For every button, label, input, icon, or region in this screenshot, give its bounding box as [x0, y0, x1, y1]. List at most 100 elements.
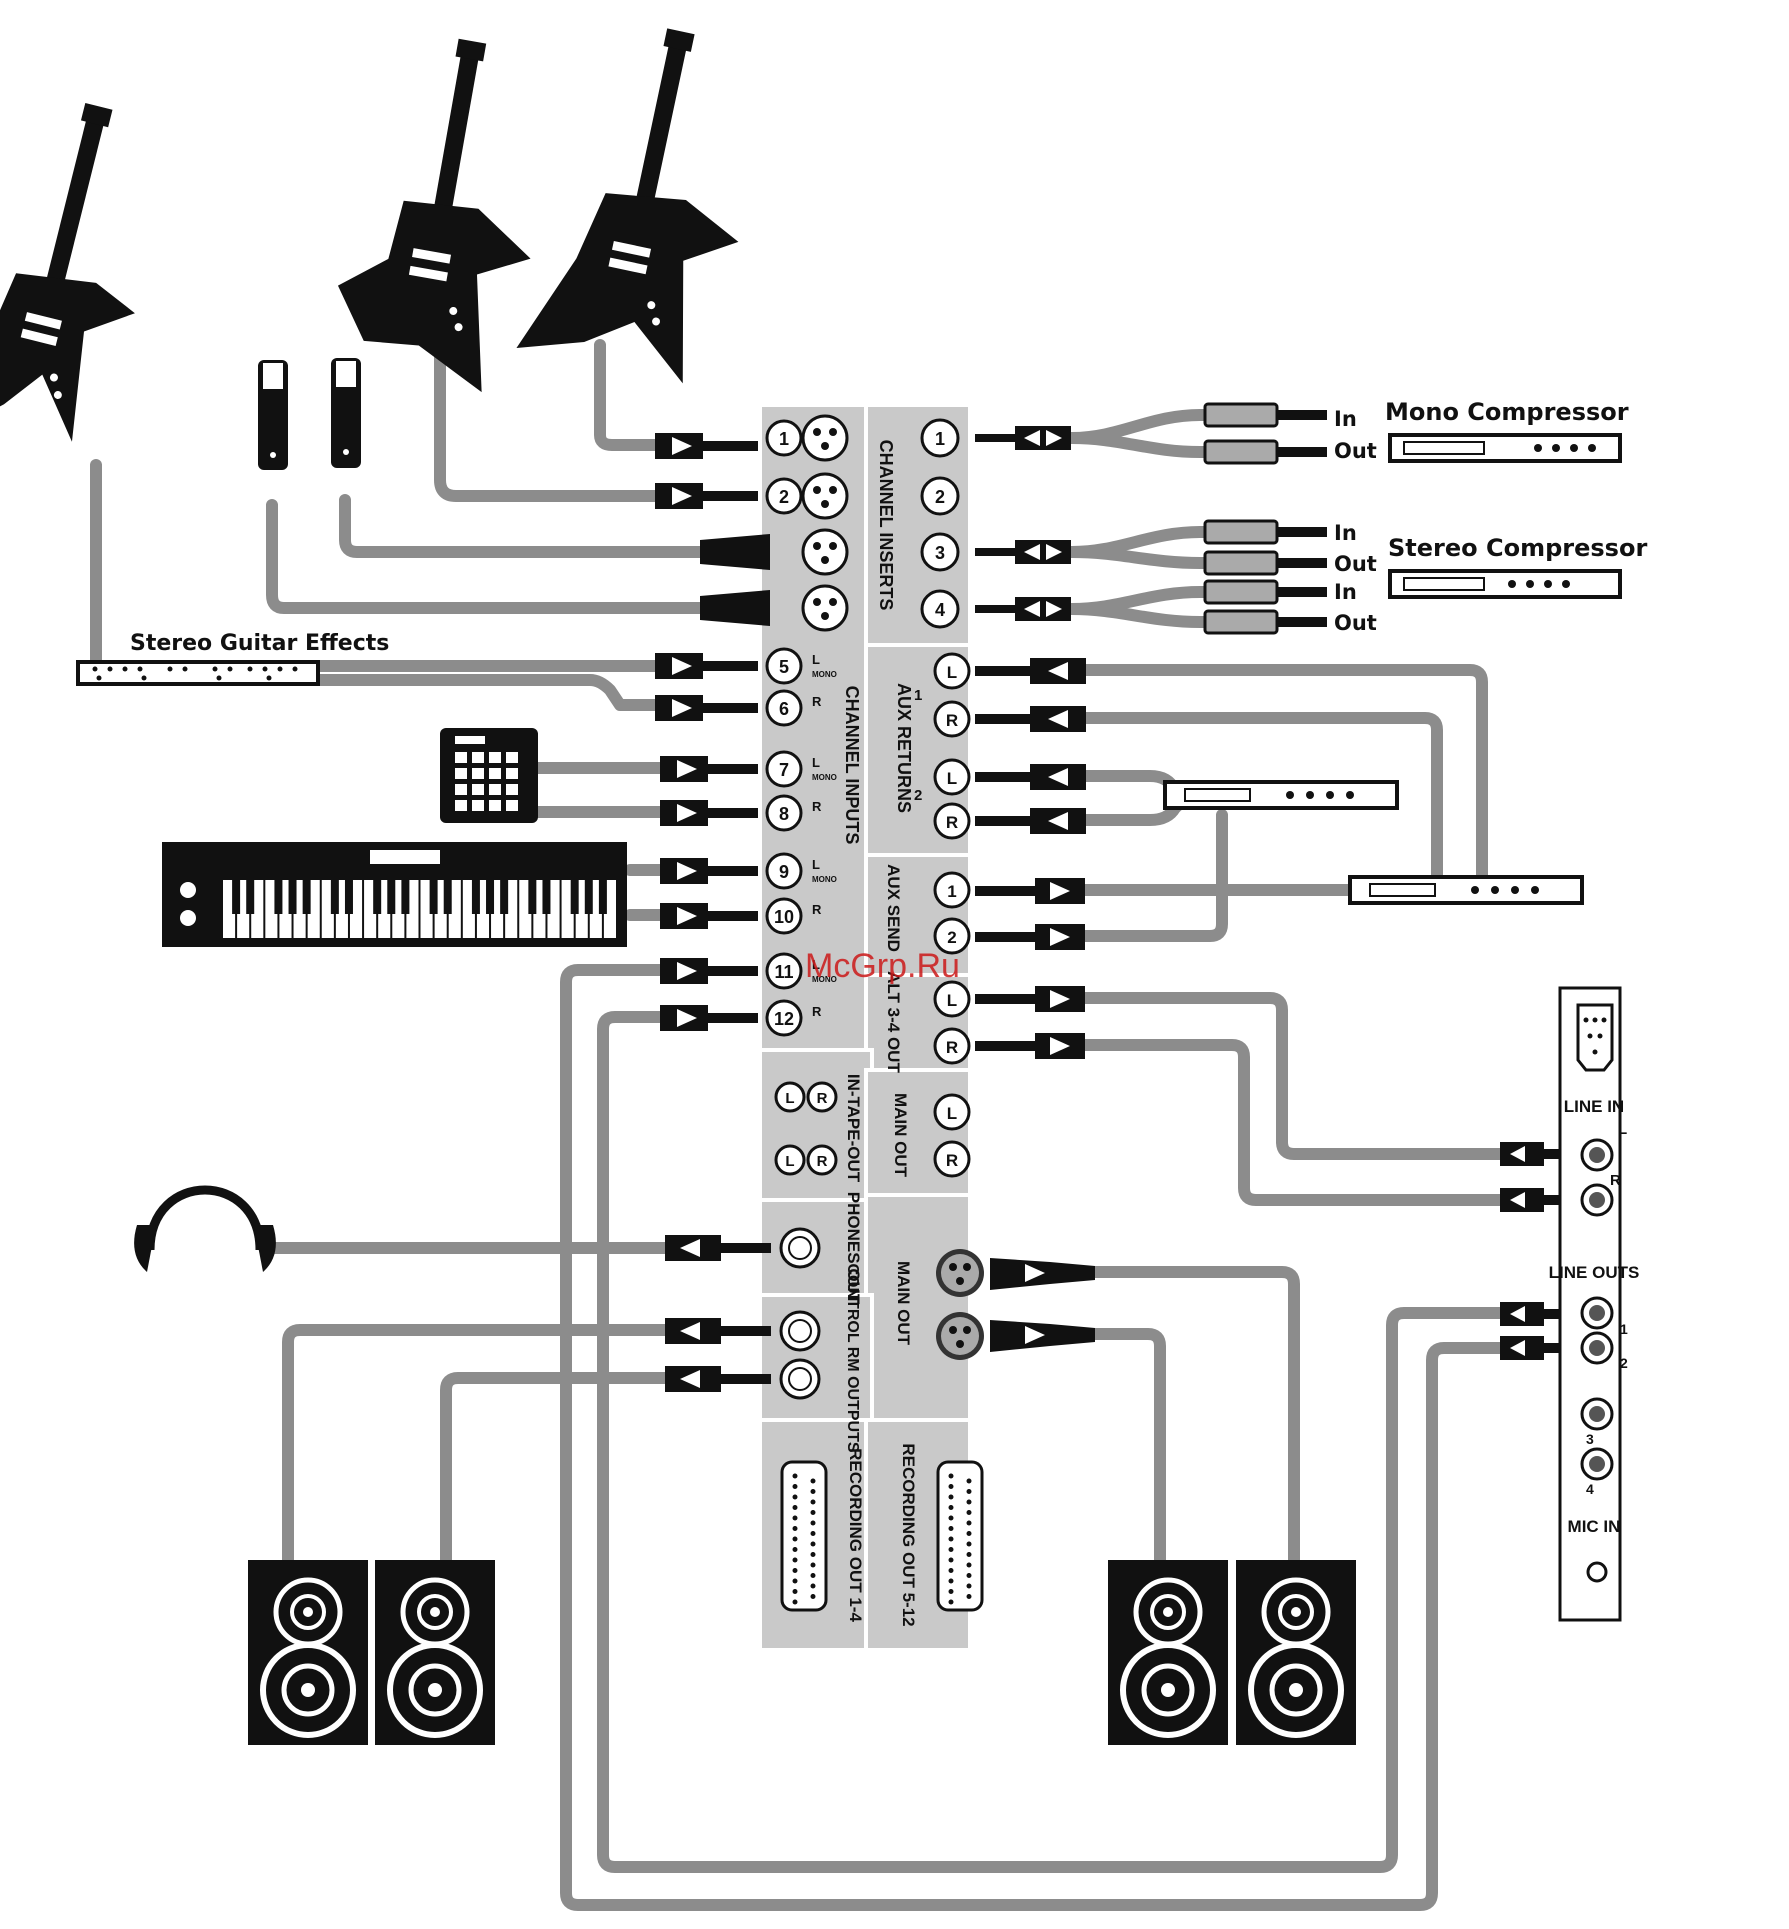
aux-return-1-l: L — [933, 652, 971, 690]
aux-send-2: 2 — [933, 917, 971, 955]
input-jack-11: 11 — [765, 952, 803, 990]
insert-cable-ends — [1203, 402, 1327, 635]
label-stereo-out-1: Out — [1334, 552, 1377, 576]
label-alt-out: ALT 3-4 OUT — [884, 971, 903, 1073]
alt-out-l-label: L — [947, 991, 957, 1010]
electric-guitar-icon-2 — [337, 38, 531, 393]
input-tag-l-7: L — [812, 755, 820, 770]
input-jack-7: 7 — [765, 750, 803, 788]
tape-rca-jacks: L R L R — [774, 1081, 838, 1176]
label-mic-in: MIC IN — [1568, 1517, 1621, 1536]
input-mono-tag-7: MONO — [812, 773, 837, 782]
label-line-out-4: 4 — [1586, 1481, 1594, 1497]
tape-out-l: L — [785, 1153, 794, 1170]
aux-send-label-1: 1 — [947, 882, 956, 901]
speaker-icon-4 — [1236, 1560, 1356, 1745]
stereo-compressor-unit: Stereo Compressor — [1388, 534, 1647, 599]
input-mono-tag-5: MONO — [812, 670, 837, 679]
main-out-l: L — [933, 1093, 971, 1131]
input-tag-r-12: R — [812, 1004, 822, 1019]
insert-jack-3: 3 — [920, 532, 960, 572]
input-jack-8: 8 — [765, 794, 803, 832]
input-jack-label-2: 2 — [779, 487, 789, 507]
input-jack-label-9: 9 — [779, 862, 789, 882]
main-out-l-label: L — [947, 1104, 957, 1123]
mixer-labels: CHANNEL INSERTS CHANNEL INPUTS AUX RETUR… — [842, 440, 918, 1627]
insert-jack-2: 2 — [920, 476, 960, 516]
aux-return-2-l-label: L — [947, 769, 957, 788]
alt-out-r-label: R — [946, 1038, 958, 1057]
electric-guitar-icon-3 — [516, 28, 739, 384]
main-out-xlr-jacks — [936, 1249, 984, 1360]
label-line-out-1: 1 — [1620, 1321, 1628, 1337]
aux-return-2-r-label: R — [946, 813, 958, 832]
aux-return-2-r: R — [933, 802, 971, 840]
insert-in-out-labels: In Out In Out In Out — [1334, 407, 1377, 635]
aux-effects-rack-2 — [1348, 875, 1584, 905]
microphone-icon — [258, 360, 288, 470]
input-jack-label-11: 11 — [774, 962, 793, 982]
input-jack-label-8: 8 — [779, 804, 789, 824]
label-line-in-l: L — [1618, 1121, 1627, 1138]
label-stereo-in-1: In — [1334, 521, 1357, 545]
label-aux-send: AUX SEND — [884, 864, 903, 952]
label-stereo-guitar-effects: Stereo Guitar Effects — [130, 631, 389, 656]
tape-out-r: R — [817, 1153, 828, 1170]
label-recording-out-2: RECORDING OUT 5-12 — [899, 1443, 918, 1626]
label-mono-in: In — [1334, 407, 1357, 431]
label-aux-returns: AUX RETURNS — [894, 683, 914, 813]
label-stereo-in-2: In — [1334, 580, 1357, 604]
alt-out-r: R — [933, 1027, 971, 1065]
input-tag-l-5: L — [812, 652, 820, 667]
recording-out-connectors — [780, 1460, 984, 1612]
label-line-in-r: R — [1610, 1172, 1621, 1189]
input-tag-l-11: L — [812, 957, 820, 972]
input-jack-label-6: 6 — [779, 699, 789, 719]
label-line-out-2: 2 — [1620, 1355, 1628, 1371]
phones-control-jacks — [779, 1227, 821, 1400]
microphone-icon-2 — [331, 358, 361, 468]
headphones-icon — [134, 1185, 276, 1272]
input-mono-tag-9: MONO — [812, 875, 837, 884]
input-jack-1: 1 — [765, 419, 803, 457]
aux-return-2-l: L — [933, 758, 971, 796]
label-phones-out: PHONES OUT — [844, 1192, 863, 1305]
main-out-r: R — [933, 1140, 971, 1178]
input-jack-label-1: 1 — [779, 429, 789, 449]
label-main-out: MAIN OUT — [891, 1093, 910, 1178]
input-jack-5: 5 — [765, 647, 803, 685]
insert-jack-label-3: 3 — [935, 543, 945, 563]
input-jack-2: 2 — [765, 477, 803, 515]
aux-return-1-l-label: L — [947, 663, 957, 682]
aux-return-1-r-label: R — [946, 711, 958, 730]
watermark: McGrp.Ru — [805, 947, 960, 985]
label-line-outs: LINE OUTS — [1549, 1263, 1640, 1282]
input-jack-6: 6 — [765, 689, 803, 727]
insert-jacks: 1 2 3 4 — [920, 418, 960, 629]
input-jack-10: 10 — [765, 897, 803, 935]
label-mono-out: Out — [1334, 439, 1377, 463]
aux-return-group-1: 1 — [914, 687, 922, 704]
label-in-tape-out: IN-TAPE-OUT — [844, 1074, 863, 1183]
insert-jack-1: 1 — [920, 418, 960, 458]
stereo-guitar-effects-unit: Stereo Guitar Effects — [76, 631, 389, 686]
main-out-r-label: R — [946, 1151, 958, 1170]
label-line-in: LINE IN — [1564, 1097, 1624, 1116]
studio-monitor-speakers — [248, 1560, 1356, 1745]
label-channel-inserts: CHANNEL INSERTS — [876, 440, 896, 611]
input-jack-label-10: 10 — [774, 907, 794, 927]
aux-return-group-2: 2 — [914, 787, 922, 804]
input-mono-tag-11: MONO — [812, 975, 837, 984]
input-jack-12: 12 — [765, 999, 803, 1037]
tape-in-r: R — [817, 1090, 828, 1107]
xlr-inputs — [801, 414, 849, 632]
aux-send-label-2: 2 — [947, 928, 956, 947]
drum-machine-icon — [440, 728, 538, 823]
insert-jack-4: 4 — [920, 589, 960, 629]
label-main-out-xlr: MAIN OUT — [894, 1261, 913, 1346]
aux-effects-rack-1 — [1163, 780, 1399, 810]
input-tag-l-9: L — [812, 857, 820, 872]
aux-return-1-r: R — [933, 700, 971, 738]
label-stereo-out-2: Out — [1334, 611, 1377, 635]
label-mono-compressor: Mono Compressor — [1385, 398, 1629, 426]
